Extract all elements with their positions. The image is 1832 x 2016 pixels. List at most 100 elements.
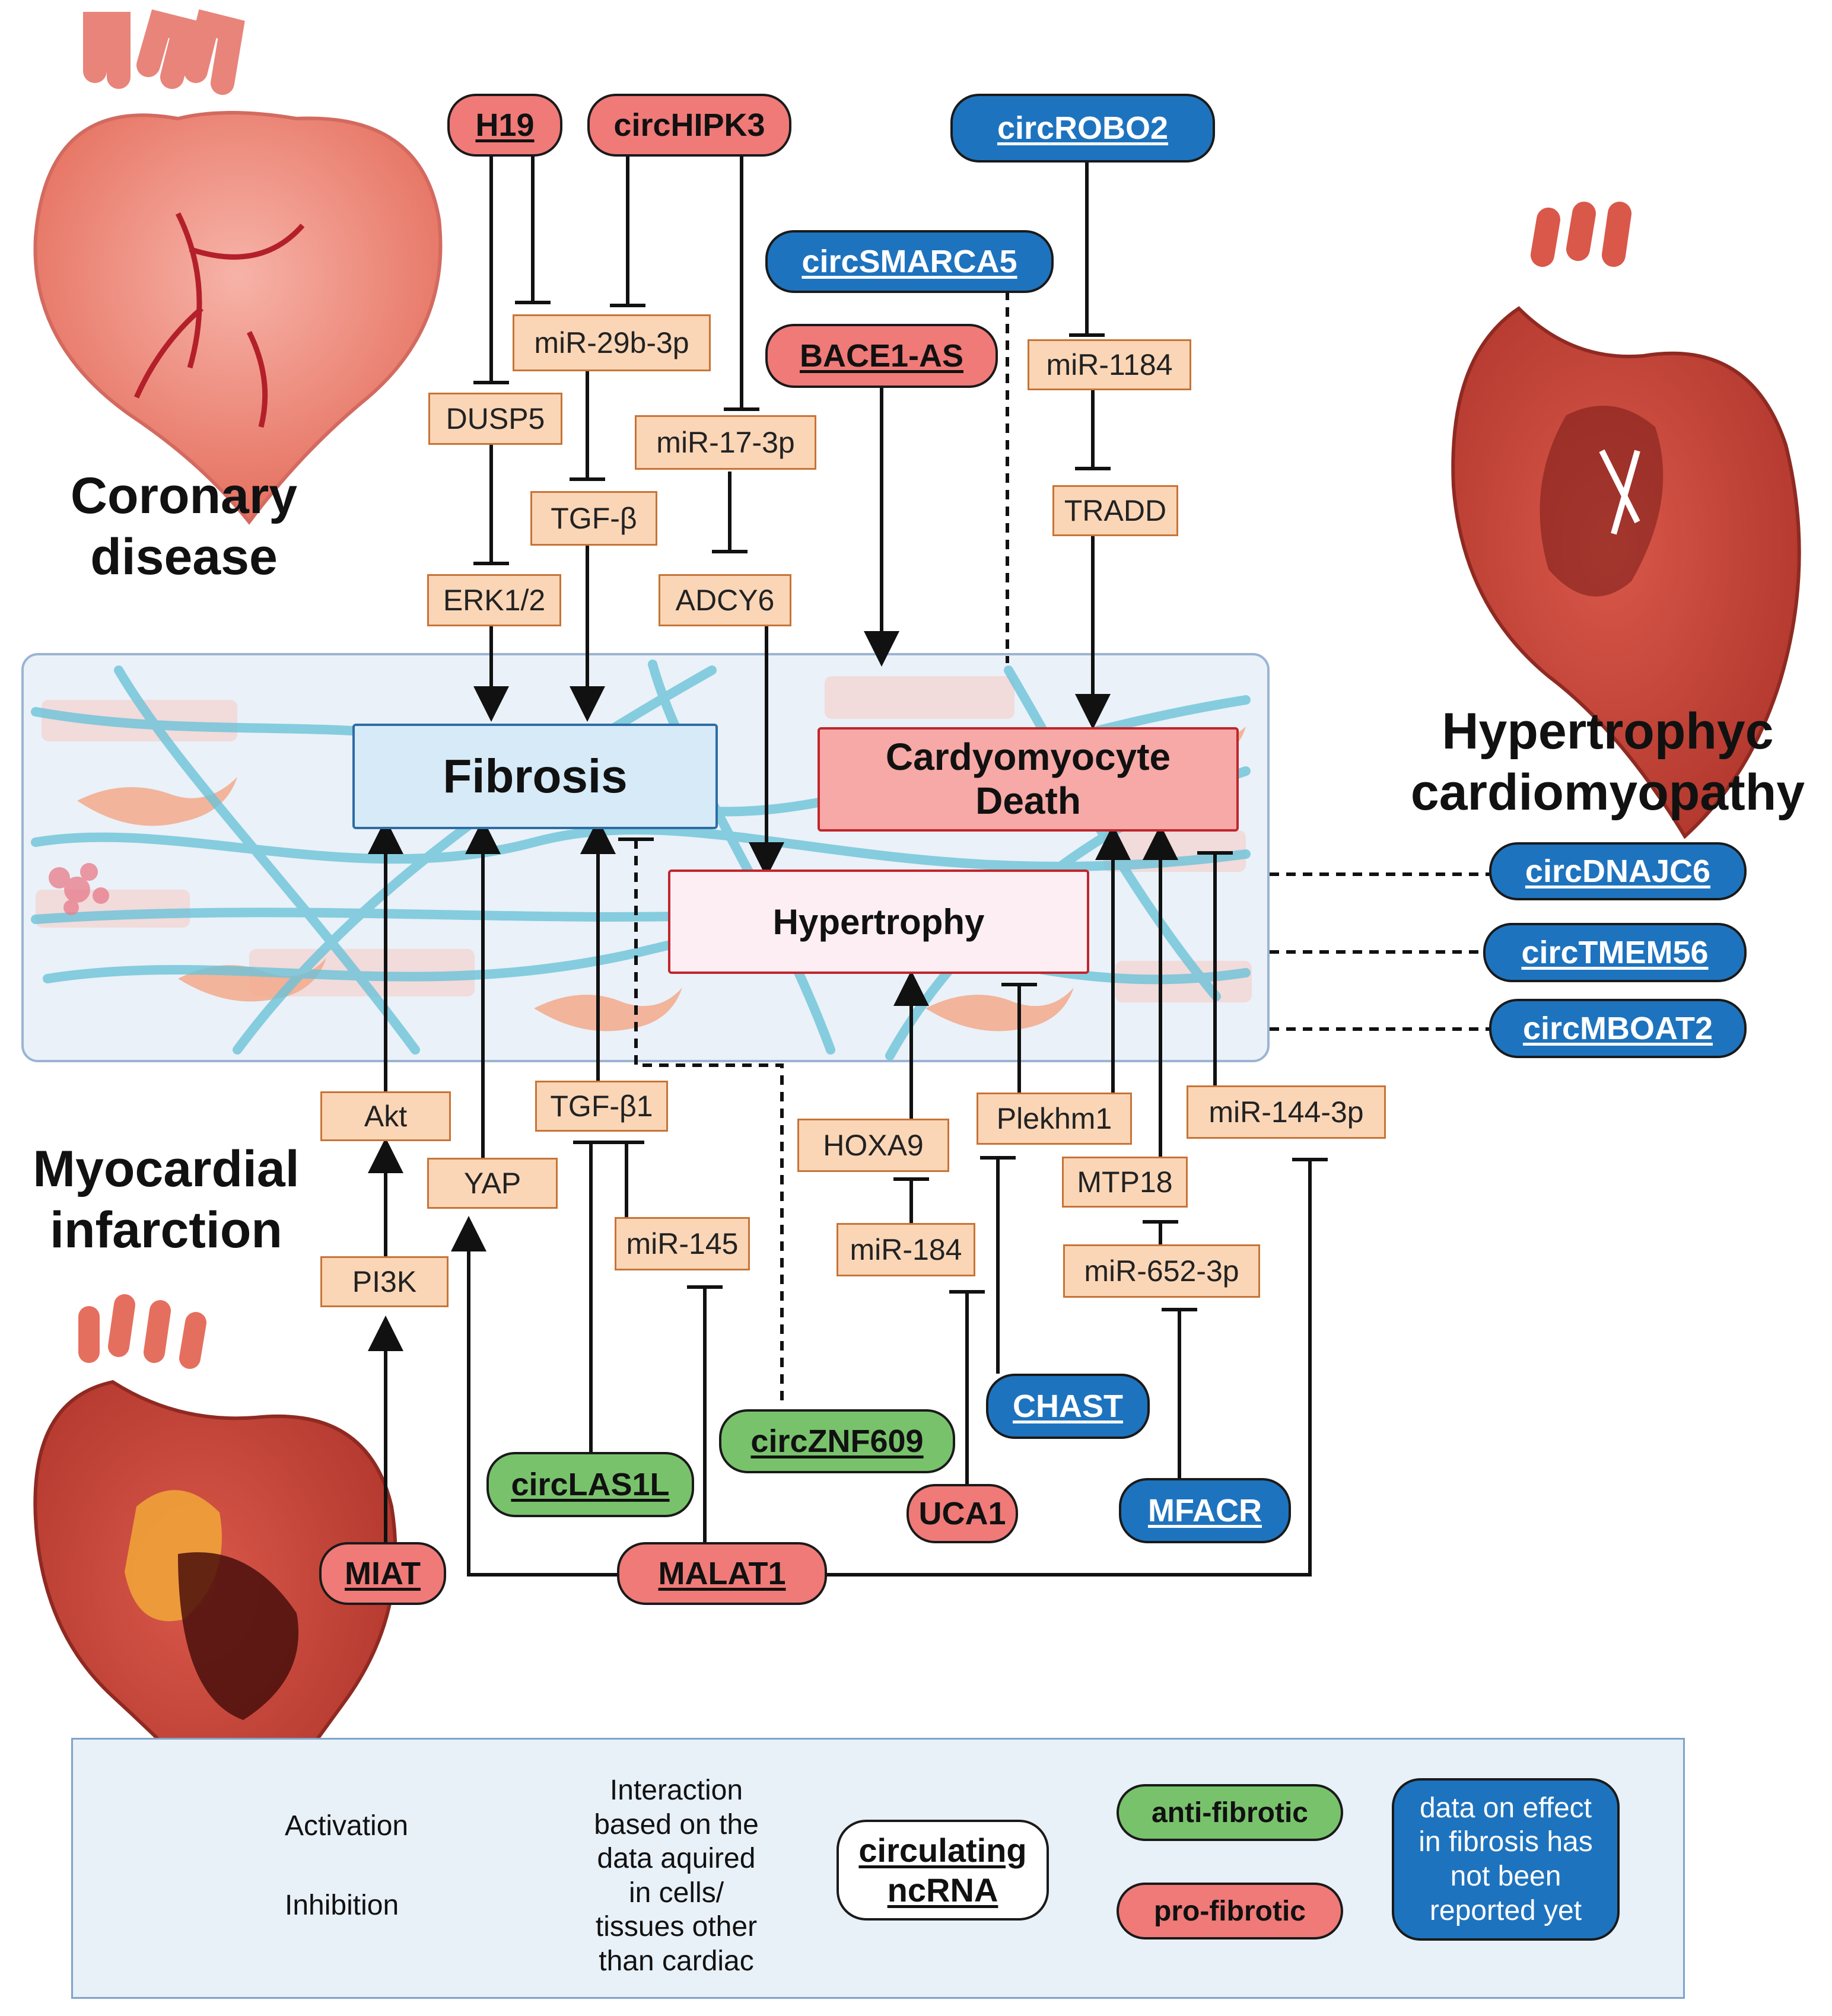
ncrna-circznf609-label: circZNF609 xyxy=(750,1423,924,1459)
ncrna-circsmarca5: circSMARCA5 xyxy=(765,230,1054,293)
ncrna-malat1: MALAT1 xyxy=(617,1542,827,1605)
node-mir-144-3p-label: miR-144-3p xyxy=(1208,1095,1364,1129)
node-hoxa9: HOXA9 xyxy=(797,1119,949,1172)
node-tgf-beta: TGF-β xyxy=(530,491,657,546)
ncrna-uca1-label: UCA1 xyxy=(918,1496,1006,1531)
legend-dashed-label: Interaction based on the data aquired in… xyxy=(564,1773,789,1979)
node-tradd: TRADD xyxy=(1052,485,1178,536)
legend-anti-fibrotic: anti-fibrotic xyxy=(1117,1784,1343,1841)
node-mir-145: miR-145 xyxy=(615,1217,750,1270)
node-mtp18: MTP18 xyxy=(1062,1157,1188,1208)
node-mir-1184: miR-1184 xyxy=(1028,339,1191,390)
legend-dashed-line-text: tissues other xyxy=(595,1911,758,1943)
ncrna-malat1-label: MALAT1 xyxy=(658,1556,786,1591)
node-dusp5: DUSP5 xyxy=(428,393,562,445)
legend-unknown-line: in fibrosis has xyxy=(1418,1826,1593,1858)
disease-label-coronary: Coronary disease xyxy=(47,466,320,588)
node-mir-17-3p: miR-17-3p xyxy=(635,415,816,470)
node-akt-label: Akt xyxy=(364,1100,408,1133)
heart-icon-hypertrophic xyxy=(1451,202,1801,839)
node-tgf-beta1: TGF-β1 xyxy=(535,1081,668,1132)
ncrna-circmboat2: circMBOAT2 xyxy=(1489,999,1747,1058)
heart-icon-coronary xyxy=(33,9,443,525)
node-tgf-beta1-label: TGF-β1 xyxy=(550,1090,653,1123)
legend-pro-fibrotic-label: pro-fibrotic xyxy=(1154,1895,1306,1927)
ncrna-circtmem56: circTMEM56 xyxy=(1483,923,1747,982)
node-mir-29b-3p: miR-29b-3p xyxy=(513,314,711,371)
ncrna-chast: CHAST xyxy=(986,1374,1150,1439)
node-mir-1184-label: miR-1184 xyxy=(1046,348,1173,381)
legend-unknown-line: data on effect xyxy=(1419,1792,1592,1824)
ncrna-h19-label: H19 xyxy=(475,107,535,143)
node-mir-29b-3p-label: miR-29b-3p xyxy=(534,326,689,359)
ncrna-circdnajc6-label: circDNAJC6 xyxy=(1525,853,1711,889)
legend-pro-fibrotic: pro-fibrotic xyxy=(1117,1883,1343,1939)
node-pi3k: PI3K xyxy=(320,1256,449,1307)
node-plekhm1: Plekhm1 xyxy=(977,1093,1132,1145)
disease-label-line: Myocardial xyxy=(33,1141,300,1198)
node-dusp5-label: DUSP5 xyxy=(446,402,545,435)
legend-unknown-line: reported yet xyxy=(1429,1894,1582,1926)
ncrna-circdnajc6: circDNAJC6 xyxy=(1489,842,1747,900)
legend-inhibition-label: Inhibition xyxy=(285,1890,399,1921)
ncrna-chast-label: CHAST xyxy=(1013,1388,1123,1424)
legend-circulating-line: circulating xyxy=(858,1831,1027,1869)
ncrna-circlas1l-label: circLAS1L xyxy=(511,1467,670,1502)
legend-dashed-line-text: than cardiac xyxy=(599,1945,754,1977)
node-tgf-beta-label: TGF-β xyxy=(551,502,637,535)
outcome-death-label-line2: Death xyxy=(975,779,1081,822)
ncrna-circsmarca5-label: circSMARCA5 xyxy=(802,244,1017,279)
outcome-death-label-line1: Cardyomyocyte xyxy=(885,735,1171,779)
ncrna-uca1: UCA1 xyxy=(907,1484,1018,1543)
legend-dashed-line-text: in cells/ xyxy=(628,1877,724,1909)
legend-circulating-ncrna: circulating ncRNA xyxy=(837,1820,1049,1921)
node-erk1-2-label: ERK1/2 xyxy=(443,584,546,617)
ncrna-circlas1l: circLAS1L xyxy=(486,1452,694,1517)
legend-dashed-line-text: Interaction xyxy=(609,1775,743,1806)
ncrna-circhipk3-label: circHIPK3 xyxy=(613,107,765,143)
ncrna-bace1as-label: BACE1-AS xyxy=(799,338,964,374)
disease-label-line: infarction xyxy=(50,1202,282,1259)
node-adcy6: ADCY6 xyxy=(659,574,791,626)
node-mir-145-label: miR-145 xyxy=(626,1227,739,1260)
ncrna-miat: MIAT xyxy=(319,1542,446,1605)
node-tradd-label: TRADD xyxy=(1064,494,1167,527)
legend-circulating-line: ncRNA xyxy=(887,1871,998,1909)
node-mtp18-label: MTP18 xyxy=(1077,1165,1173,1199)
legend-dashed-line-text: based on the xyxy=(594,1808,759,1840)
ncrna-circtmem56-label: circTMEM56 xyxy=(1521,935,1709,970)
legend-anti-fibrotic-label: anti-fibrotic xyxy=(1152,1797,1308,1829)
ncrna-h19: H19 xyxy=(447,94,562,157)
outcome-hypertrophy: Hypertrophy xyxy=(668,870,1089,974)
disease-label-line: Hypertrophyc xyxy=(1442,703,1774,760)
legend-unknown-effect: data on effect in fibrosis has not been … xyxy=(1392,1778,1620,1941)
node-mir-652-3p: miR-652-3p xyxy=(1063,1244,1260,1298)
node-mir-144-3p: miR-144-3p xyxy=(1187,1085,1386,1139)
ncrna-mfacr: MFACR xyxy=(1119,1478,1291,1543)
outcome-fibrosis-label: Fibrosis xyxy=(443,750,628,802)
node-mir-17-3p-label: miR-17-3p xyxy=(656,426,795,459)
outcome-hypertrophy-label: Hypertrophy xyxy=(772,902,985,942)
legend-dashed-line-text: data aquired xyxy=(597,1843,756,1875)
node-adcy6-label: ADCY6 xyxy=(675,584,775,617)
disease-label-line: Coronary xyxy=(70,467,298,524)
node-mir-652-3p-label: miR-652-3p xyxy=(1084,1254,1239,1288)
ncrna-circrobo2-label: circROBO2 xyxy=(997,110,1169,146)
ncrna-mfacr-label: MFACR xyxy=(1148,1493,1262,1528)
ncrna-circhipk3: circHIPK3 xyxy=(587,94,791,157)
outcome-cardiomyocyte-death: Cardyomyocyte Death xyxy=(818,727,1239,832)
ncrna-circrobo2: circROBO2 xyxy=(950,94,1215,163)
node-pi3k-label: PI3K xyxy=(352,1265,417,1298)
disease-label-line: cardiomyopathy xyxy=(1410,764,1805,821)
legend-unknown-line: not been xyxy=(1450,1861,1561,1892)
node-mir-184-label: miR-184 xyxy=(850,1233,962,1266)
node-akt: Akt xyxy=(320,1091,451,1141)
dashed-connectors xyxy=(634,291,1490,1407)
connectors xyxy=(368,148,1328,1577)
heart-icon-infarction xyxy=(33,1294,397,1836)
node-hoxa9-label: HOXA9 xyxy=(823,1129,924,1162)
node-yap: YAP xyxy=(427,1158,558,1209)
disease-label-hypertrophic: Hypertrophyc cardiomyopathy xyxy=(1400,701,1815,823)
node-yap-label: YAP xyxy=(463,1167,521,1200)
